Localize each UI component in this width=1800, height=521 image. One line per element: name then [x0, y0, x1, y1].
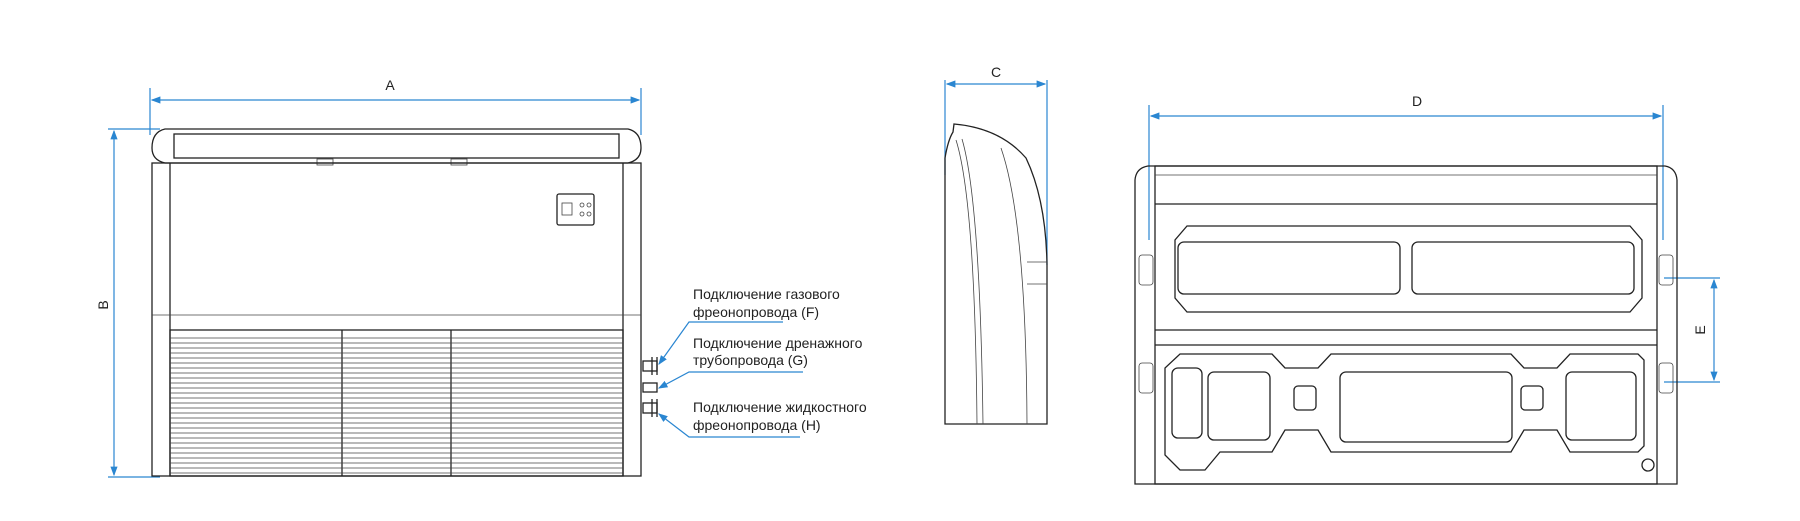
side-view: C [944, 64, 1048, 425]
dimension-c-label: C [991, 64, 1001, 80]
dimension-d-label: D [1412, 93, 1422, 109]
front-view: A B [95, 77, 658, 478]
callout-gas-line1: Подключение газового [693, 286, 840, 302]
callout-drain-line2: трубопровода (G) [693, 352, 808, 368]
dimension-b-label: B [95, 300, 111, 309]
callout-liquid-line2: фреонопровода (H) [693, 417, 821, 433]
callout-drain-pipe: Подключение дренажного трубопровода (G) [657, 335, 863, 389]
callout-liquid-pipe: Подключение жидкостного фреонопровода (H… [658, 399, 867, 438]
callout-gas-line2: фреонопровода (F) [693, 304, 819, 320]
callout-liquid-line1: Подключение жидкостного [693, 399, 867, 415]
dimension-e-label: E [1692, 325, 1708, 334]
control-display [556, 193, 595, 226]
air-intake-grille [169, 329, 624, 477]
drain-pipe [642, 382, 658, 393]
callout-gas-pipe: Подключение газового фреонопровода (F) [658, 286, 840, 365]
rear-view: D E [1134, 93, 1720, 485]
dimension-a-label: A [385, 77, 395, 93]
callout-drain-line1: Подключение дренажного [693, 335, 863, 351]
pipe-connections [642, 357, 658, 417]
